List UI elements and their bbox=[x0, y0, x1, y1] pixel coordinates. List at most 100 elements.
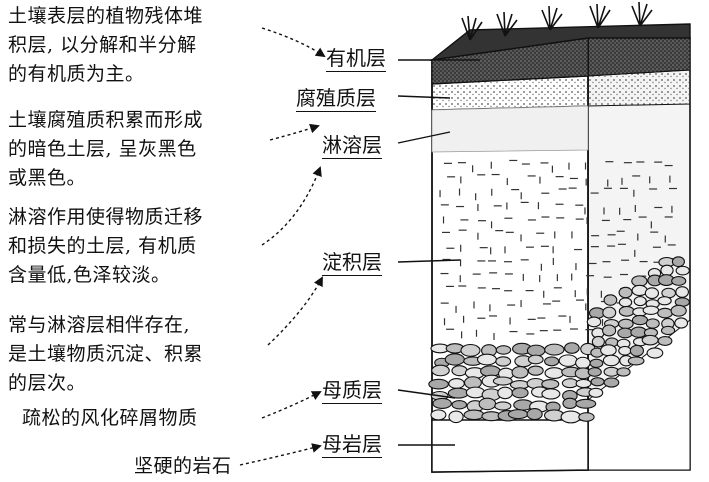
label-leaching-text: 淋溶层 bbox=[322, 133, 382, 159]
pebble bbox=[671, 276, 687, 286]
pebble bbox=[629, 344, 644, 357]
pebble bbox=[495, 345, 512, 355]
pebble bbox=[642, 305, 660, 315]
pebble bbox=[497, 386, 513, 400]
desc-organic-layer: 土壤表层的植物残体堆 积层, 以分解和半分解 的有机质为主。 bbox=[8, 5, 204, 85]
pebble bbox=[575, 356, 591, 370]
front-leaching-band bbox=[431, 105, 589, 153]
pebble bbox=[646, 347, 664, 359]
front-bedrock-band bbox=[431, 419, 589, 473]
pebbles bbox=[428, 256, 690, 424]
pebble bbox=[492, 376, 513, 386]
soil-top-face bbox=[429, 23, 691, 62]
grass-tufts bbox=[461, 1, 653, 41]
pebble bbox=[618, 297, 633, 308]
side-humus-band bbox=[587, 69, 691, 107]
label-deposition-layer: 淀积层 bbox=[322, 250, 382, 276]
pebble bbox=[633, 296, 647, 307]
pebble bbox=[671, 256, 685, 268]
pebble bbox=[644, 287, 660, 300]
pebble bbox=[627, 356, 645, 366]
desc-parent-material-layer: 疏松的风化碎屑物质 bbox=[22, 407, 198, 429]
pebble bbox=[526, 344, 546, 357]
pebble bbox=[527, 354, 544, 365]
label-humus-text: 腐殖质层 bbox=[296, 86, 376, 112]
pebble bbox=[602, 324, 617, 337]
pebble bbox=[674, 317, 689, 329]
pebble bbox=[618, 318, 634, 330]
pebble bbox=[478, 397, 497, 411]
pebble bbox=[463, 409, 485, 421]
pebble bbox=[586, 316, 602, 328]
layer-pointer-lines bbox=[397, 59, 480, 446]
desc-leaching-layer: 淋溶作用使得物质迁移 和损失的土层, 有机质 含量低,色泽较淡。 bbox=[8, 206, 204, 286]
pebble bbox=[657, 296, 672, 306]
pebble bbox=[430, 409, 447, 421]
pebble bbox=[588, 387, 604, 398]
pebble bbox=[448, 378, 465, 389]
pebble bbox=[564, 342, 580, 354]
pebble bbox=[603, 294, 618, 306]
desc-deposition-layer: 常与淋溶层相伴存在, 是土壤物质沉淀、积累 的层次。 bbox=[8, 314, 204, 394]
pebble bbox=[511, 366, 529, 379]
pebble bbox=[463, 376, 482, 390]
label-parent-material-layer: 母质层 bbox=[322, 378, 382, 404]
pebble bbox=[631, 314, 649, 326]
pebble bbox=[495, 356, 512, 367]
pebble bbox=[544, 367, 565, 380]
label-deposition-text: 淀积层 bbox=[322, 250, 382, 276]
label-organic-text: 有机层 bbox=[326, 46, 386, 72]
pebble bbox=[589, 358, 604, 368]
pebble bbox=[575, 378, 592, 389]
label-humus-layer: 腐殖质层 bbox=[296, 86, 376, 112]
label-organic-layer: 有机层 bbox=[326, 46, 386, 72]
pebble bbox=[602, 306, 617, 319]
pebble bbox=[544, 356, 560, 367]
pebble bbox=[560, 410, 582, 424]
pebble bbox=[447, 387, 469, 399]
pebble bbox=[670, 304, 687, 317]
label-leaching-layer: 淋溶层 bbox=[322, 133, 382, 159]
pebble bbox=[618, 345, 632, 356]
deposition-dashes bbox=[439, 159, 677, 341]
pebble bbox=[507, 409, 529, 420]
pebble bbox=[558, 354, 578, 367]
pebble bbox=[591, 335, 605, 348]
pebble bbox=[660, 325, 676, 336]
pebble bbox=[494, 401, 512, 411]
pebble bbox=[428, 378, 449, 390]
pebble bbox=[460, 343, 481, 357]
pebble bbox=[575, 398, 597, 409]
pebble bbox=[451, 365, 468, 377]
pebble bbox=[544, 343, 565, 356]
dashed-arrows bbox=[239, 27, 326, 466]
pebble bbox=[617, 327, 633, 339]
label-bedrock-text: 母岩层 bbox=[322, 432, 382, 458]
desc-bedrock-layer: 坚硬的岩石 bbox=[134, 455, 232, 477]
pebble bbox=[660, 264, 674, 277]
pebble bbox=[618, 286, 633, 299]
pebble bbox=[587, 367, 602, 377]
pebble bbox=[526, 407, 543, 421]
desc-humus-layer: 土壤腐殖质积累而形成 的暗色土层, 呈灰黑色 或黑色。 bbox=[8, 109, 204, 189]
side-organic-band bbox=[587, 37, 691, 77]
pebble bbox=[590, 377, 605, 387]
pebble bbox=[448, 410, 464, 424]
pebble bbox=[600, 344, 617, 357]
pebble bbox=[561, 378, 579, 389]
pebble bbox=[657, 307, 673, 319]
pebble bbox=[541, 388, 561, 400]
pebble bbox=[588, 307, 605, 319]
pebble bbox=[602, 354, 620, 367]
label-parent-material-text: 母质层 bbox=[322, 378, 382, 404]
pebble bbox=[578, 412, 595, 422]
pebble bbox=[511, 387, 529, 399]
pebble bbox=[476, 353, 497, 366]
pebble bbox=[641, 334, 659, 346]
pebble bbox=[618, 305, 635, 317]
pebble bbox=[645, 318, 660, 329]
pebble bbox=[562, 397, 578, 410]
pebble bbox=[657, 335, 673, 346]
pebble bbox=[527, 365, 544, 376]
